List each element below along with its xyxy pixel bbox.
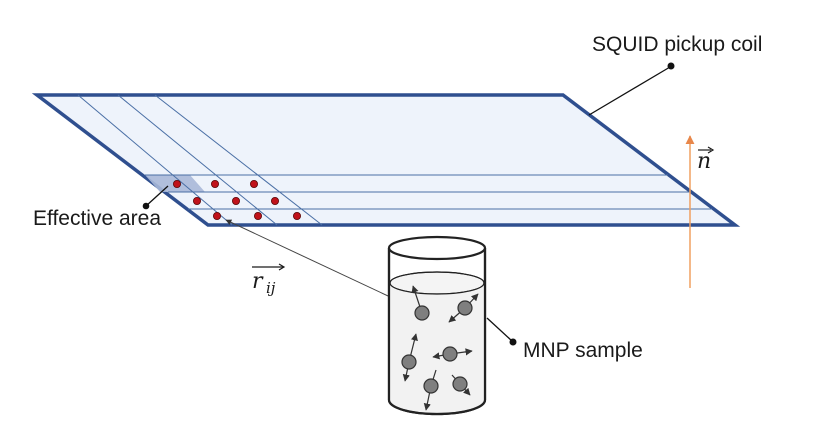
distance-vector — [225, 219, 419, 311]
nanoparticle — [423, 369, 439, 411]
nanoparticles — [401, 285, 479, 411]
nanoparticle — [401, 333, 418, 382]
pickup-coil — [31, 93, 741, 227]
nanoparticle — [448, 293, 479, 323]
normal-vector-symbol: n — [697, 149, 711, 174]
sample-label: MNP sample — [523, 339, 643, 362]
pickup-coil-leader — [588, 62, 675, 116]
red-particle — [192, 196, 201, 205]
nanoparticle — [411, 285, 430, 321]
red-particle — [292, 211, 301, 220]
sample-leader — [486, 317, 517, 346]
coil-windings-horizontal — [145, 174, 712, 210]
distance-vector-subscript: ij — [266, 279, 276, 297]
pickup-coil-label: SQUID pickup coil — [592, 33, 762, 56]
red-particle — [212, 211, 221, 220]
red-particle — [253, 211, 262, 220]
nanoparticle — [432, 346, 473, 362]
effective-area-label: Effective area — [33, 207, 161, 230]
red-particle — [210, 179, 219, 188]
red-particle — [172, 179, 181, 188]
beaker-rim — [387, 235, 487, 261]
normal-vector-arrowhead-icon — [707, 146, 715, 154]
distance-vector-arrowhead-icon — [278, 263, 286, 271]
distance-vector-symbol: r — [252, 269, 264, 294]
red-particle — [231, 196, 240, 205]
mnp-sample-beaker — [387, 235, 487, 416]
effective-area-particles — [172, 179, 301, 220]
red-particle — [270, 196, 279, 205]
red-particle — [249, 179, 258, 188]
normal-vector-label: n — [697, 146, 715, 174]
effective-area-leader — [142, 185, 169, 210]
distance-vector-label: r ij — [252, 263, 286, 297]
nanoparticle — [451, 374, 471, 396]
coil-windings-diagonal — [77, 94, 323, 226]
